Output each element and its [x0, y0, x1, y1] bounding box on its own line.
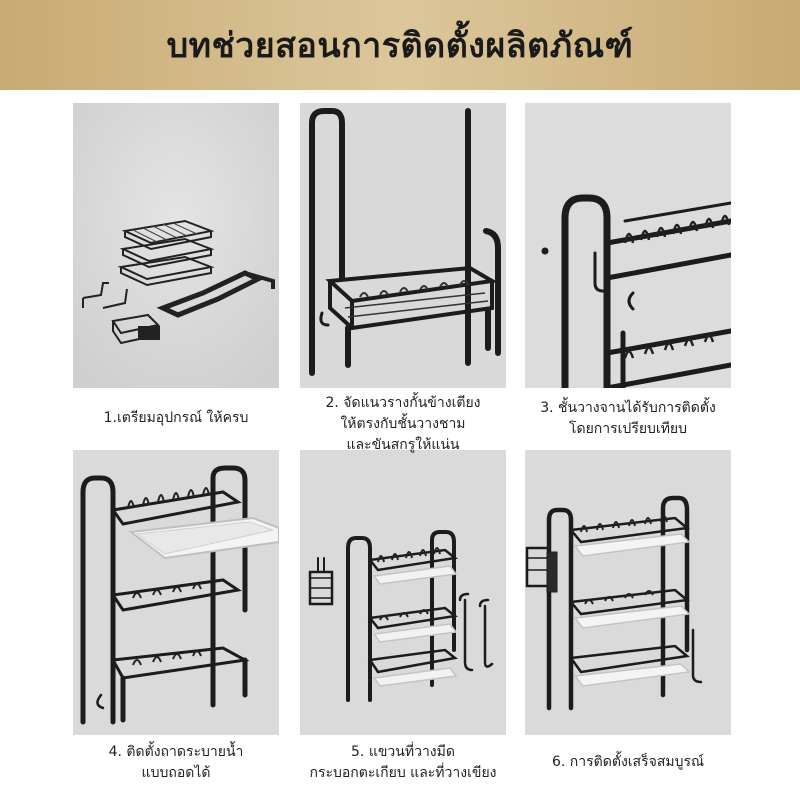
caption-line: 1.เตรียมอุปกรณ์ ให้ครบ — [103, 410, 249, 426]
page-title: บทช่วยสอนการติดตั้งผลิตภัณฑ์ — [166, 26, 634, 66]
caption-line: กระบอกตะเกียบ และที่วางเขียง — [309, 765, 497, 781]
step-6-image — [525, 450, 731, 735]
step-1-image — [73, 103, 279, 388]
step-4-caption: 4. ติดตั้งถาดระบายน้ำ แบบถอดได้ — [56, 742, 296, 784]
step-4-image — [73, 450, 279, 735]
header-banner: บทช่วยสอนการติดตั้งผลิตภัณฑ์ — [0, 0, 800, 90]
caption-line: 3. ชั้นวางจานได้รับการติดตั้ง — [540, 400, 716, 416]
caption-line: 4. ติดตั้งถาดระบายน้ำ — [108, 744, 244, 760]
step-5-image — [300, 450, 506, 735]
step-3-image — [525, 103, 731, 388]
caption-line: โดยการเปรียบเทียบ — [568, 421, 688, 437]
caption-line: 2. จัดแนวรางกั้นข้างเตียง — [325, 395, 481, 411]
step-2-caption: 2. จัดแนวรางกั้นข้างเตียง ให้ตรงกับชั้นว… — [283, 393, 523, 456]
caption-line: แบบถอดได้ — [141, 765, 211, 781]
step-5-caption: 5. แขวนที่วางมีด กระบอกตะเกียบ และที่วาง… — [276, 742, 530, 784]
step-1-caption: 1.เตรียมอุปกรณ์ ให้ครบ — [56, 408, 296, 429]
step-6-caption: 6. การติดตั้งเสร็จสมบูรณ์ — [508, 752, 748, 773]
step-2-image — [300, 103, 506, 388]
step-3-caption: 3. ชั้นวางจานได้รับการติดตั้ง โดยการเปรี… — [508, 398, 748, 440]
caption-line: 5. แขวนที่วางมีด — [351, 744, 455, 760]
caption-line: ให้ตรงกับชั้นวางชาม — [340, 416, 466, 432]
caption-line: 6. การติดตั้งเสร็จสมบูรณ์ — [552, 754, 704, 770]
caption-line: และขันสกรูให้แน่น — [346, 437, 460, 453]
